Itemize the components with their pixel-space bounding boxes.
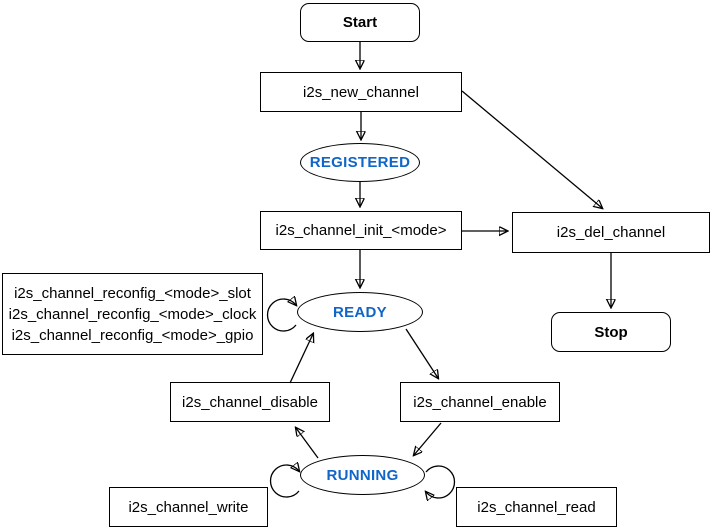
node-i2s-del-channel: i2s_del_channel [512, 212, 710, 253]
loop-running-read [426, 465, 456, 498]
node-i2s-new-channel-label: i2s_new_channel [303, 83, 419, 101]
node-stop: Stop [551, 312, 671, 352]
state-running-label: RUNNING [326, 466, 399, 484]
state-ready-label: READY [332, 303, 387, 321]
node-start-label: Start [342, 14, 378, 31]
edge-disable-to-ready [289, 334, 313, 384]
node-i2s-new-channel: i2s_new_channel [260, 72, 462, 112]
loop-running-write [269, 465, 299, 498]
node-i2s-channel-read: i2s_channel_read [456, 487, 617, 527]
node-i2s-channel-read-label: i2s_channel_read [477, 498, 596, 516]
node-stop-label: Stop [594, 323, 628, 341]
state-ready: READY [297, 292, 423, 332]
reconfig-line-clock: i2s_channel_reconfig_<mode>_clock [8, 305, 257, 323]
state-registered-label: REGISTERED [309, 154, 411, 171]
node-i2s-channel-disable-label: i2s_channel_disable [182, 393, 318, 411]
edge-running-to-disable [296, 428, 319, 459]
node-i2s-channel-write-label: i2s_channel_write [128, 498, 249, 516]
loop-ready-reconfig [266, 299, 296, 332]
node-i2s-channel-init-label: i2s_channel_init_<mode> [275, 222, 447, 239]
node-i2s-channel-enable: i2s_channel_enable [400, 382, 560, 422]
state-registered: REGISTERED [300, 143, 420, 182]
node-i2s-channel-disable: i2s_channel_disable [170, 382, 330, 422]
node-i2s-channel-init: i2s_channel_init_<mode> [260, 211, 462, 250]
node-i2s-channel-enable-label: i2s_channel_enable [413, 393, 547, 411]
state-running: RUNNING [300, 455, 425, 495]
node-i2s-channel-write: i2s_channel_write [109, 487, 268, 527]
reconfig-line-slot: i2s_channel_reconfig_<mode>_slot [14, 284, 251, 302]
edge-new-channel-to-del-channel [461, 90, 602, 208]
node-i2s-del-channel-label: i2s_del_channel [556, 224, 666, 241]
edge-enable-to-running [414, 422, 442, 455]
edge-ready-to-enable [405, 328, 438, 378]
node-i2s-channel-reconfig: i2s_channel_reconfig_<mode>_slot i2s_cha… [2, 273, 263, 355]
node-start: Start [300, 3, 420, 42]
reconfig-line-gpio: i2s_channel_reconfig_<mode>_gpio [11, 326, 254, 344]
